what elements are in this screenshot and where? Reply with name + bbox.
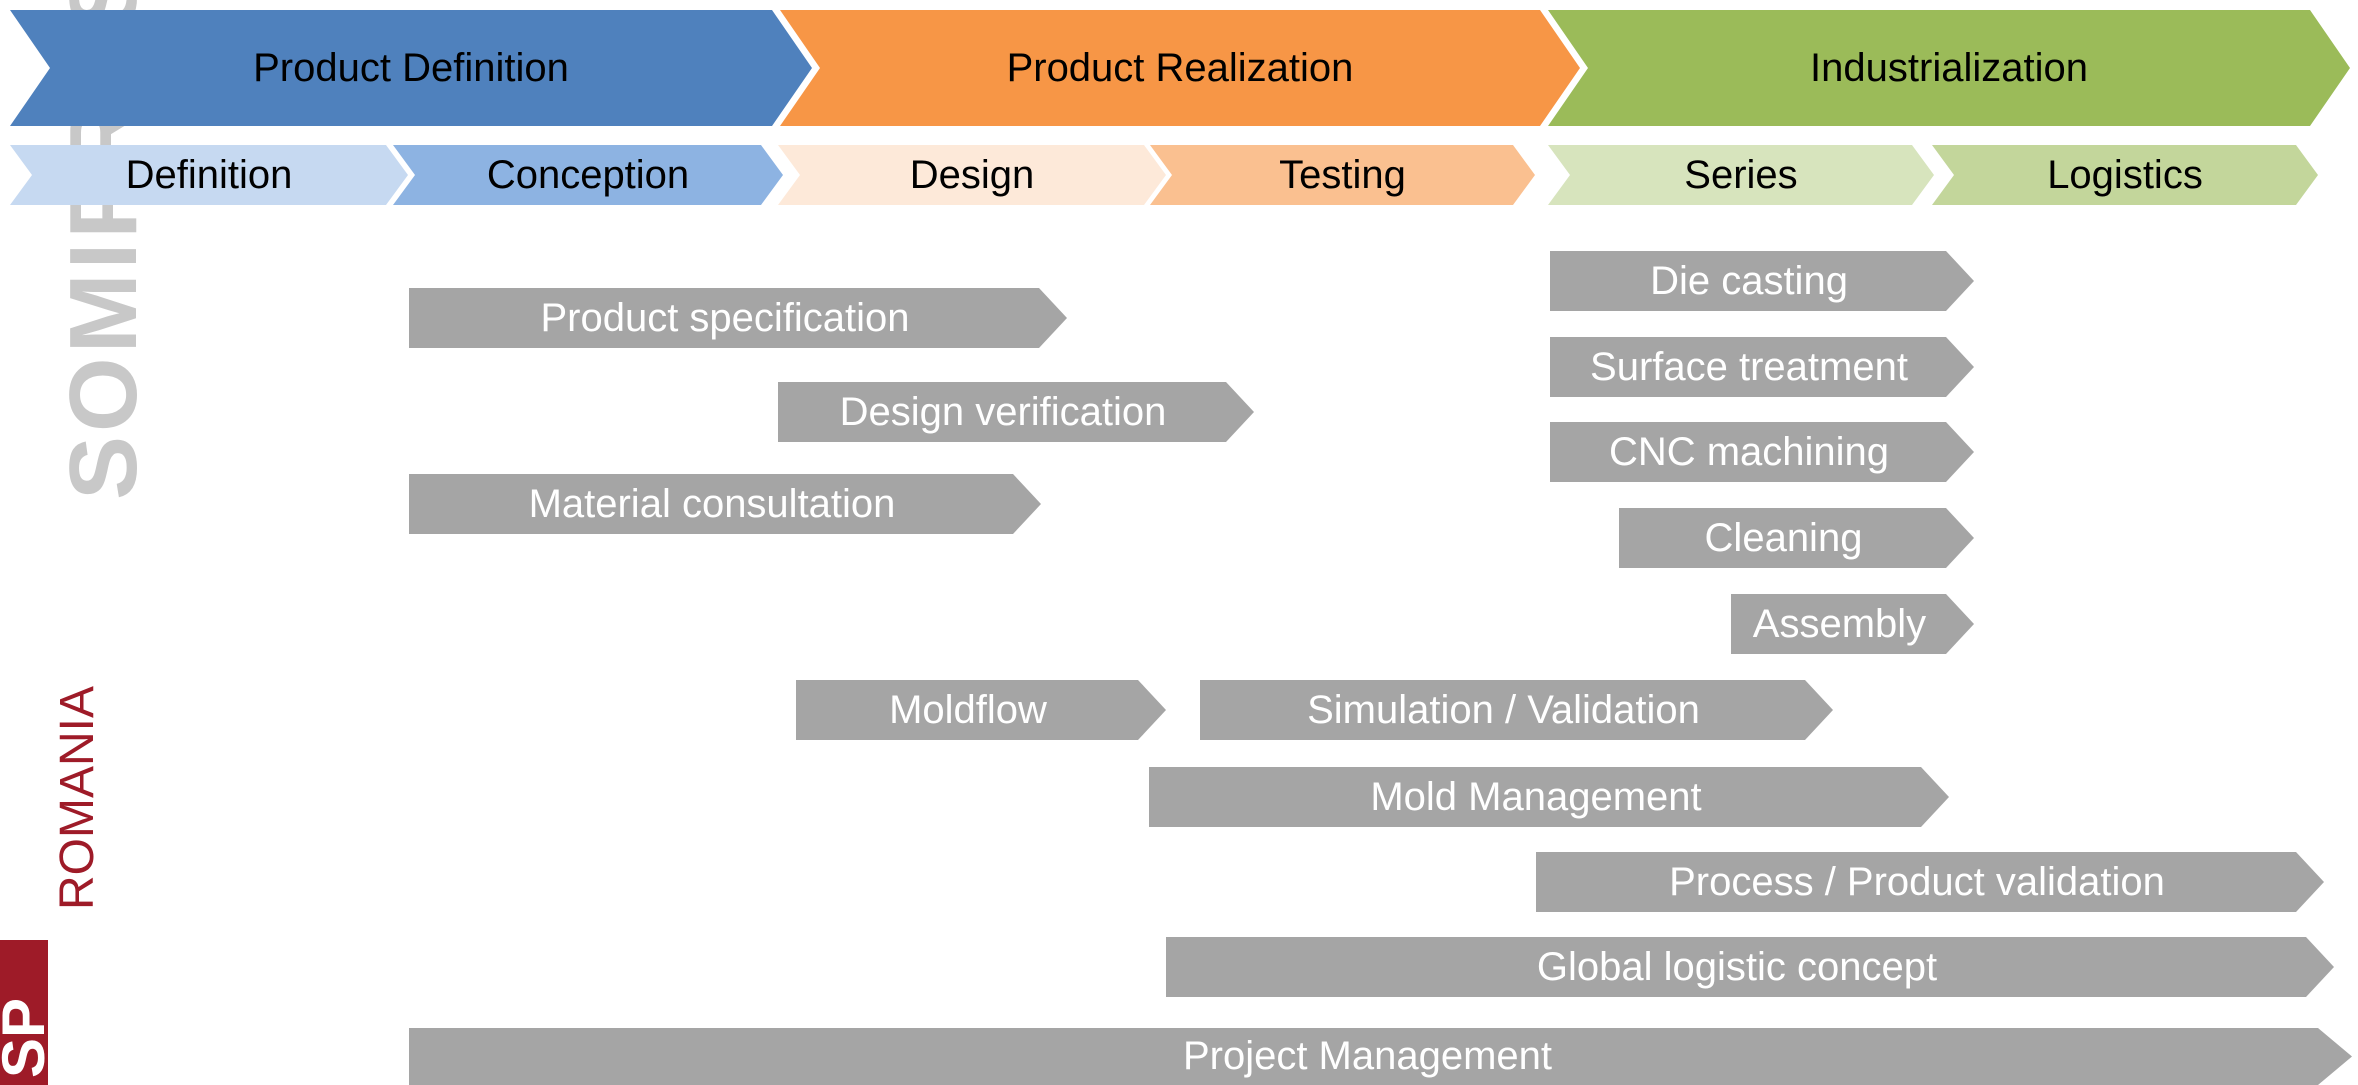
- activity-label: CNC machining: [1608, 429, 1890, 474]
- activity-label: Global logistic concept: [1536, 944, 1938, 989]
- subphase-series: Series: [1548, 145, 1934, 205]
- logo-mark: SP: [0, 940, 48, 1085]
- subphase-label: Logistics: [2047, 152, 2203, 197]
- logo-mark-text: SP: [0, 997, 48, 1078]
- subphase-label: Definition: [125, 152, 293, 197]
- subphase-conception: Conception: [393, 145, 783, 205]
- activity-label: Simulation / Validation: [1307, 687, 1700, 732]
- phase-label: Product Realization: [1006, 45, 1354, 90]
- activity-design-verification: Design verification: [778, 382, 1254, 442]
- activity-material-consultation: Material consultation: [409, 474, 1041, 534]
- activity-label: Cleaning: [1704, 515, 1863, 560]
- activity-label: Assembly: [1752, 601, 1927, 646]
- activity-label: Project Management: [1182, 1034, 1553, 1078]
- phase-product-definition: Product Definition: [10, 10, 812, 126]
- activity-process-product-validation: Process / Product validation: [1536, 852, 2324, 912]
- activity-label: Material consultation: [528, 481, 896, 526]
- phase-industrialization: Industrialization: [1548, 10, 2350, 126]
- subphase-label: Design: [909, 152, 1035, 197]
- activity-moldflow: Moldflow: [796, 680, 1166, 740]
- activity-label: Mold Management: [1370, 774, 1702, 819]
- subphase-testing: Testing: [1150, 145, 1535, 205]
- phase-product-realization: Product Realization: [780, 10, 1580, 126]
- subphase-design: Design: [778, 145, 1166, 205]
- activity-label: Moldflow: [889, 687, 1047, 732]
- activity-project-management: Project Management: [409, 1028, 2352, 1085]
- activity-cnc-machining: CNC machining: [1550, 422, 1974, 482]
- activity-surface-treatment: Surface treatment: [1550, 337, 1974, 397]
- activity-assembly: Assembly: [1731, 594, 1974, 654]
- phase-label: Product Definition: [253, 45, 569, 90]
- activity-die-casting: Die casting: [1550, 251, 1974, 311]
- subphase-label: Conception: [486, 152, 690, 197]
- logo-region: ROMANIA: [51, 685, 104, 910]
- activity-label: Process / Product validation: [1669, 859, 2165, 904]
- activity-label: Design verification: [839, 389, 1167, 434]
- phase-label: Industrialization: [1810, 45, 2088, 90]
- activity-cleaning: Cleaning: [1619, 508, 1974, 568]
- activity-mold-management: Mold Management: [1149, 767, 1949, 827]
- activity-label: Product specification: [540, 295, 910, 340]
- activity-simulation-validation: Simulation / Validation: [1200, 680, 1833, 740]
- subphase-label: Series: [1684, 152, 1798, 197]
- activity-label: Surface treatment: [1590, 344, 1908, 389]
- subphase-label: Testing: [1279, 152, 1406, 197]
- activity-product-specification: Product specification: [409, 288, 1067, 348]
- subphase-definition: Definition: [10, 145, 408, 205]
- activity-global-logistic-concept: Global logistic concept: [1166, 937, 2334, 997]
- activity-label: Die casting: [1650, 258, 1848, 303]
- subphase-logistics: Logistics: [1932, 145, 2318, 205]
